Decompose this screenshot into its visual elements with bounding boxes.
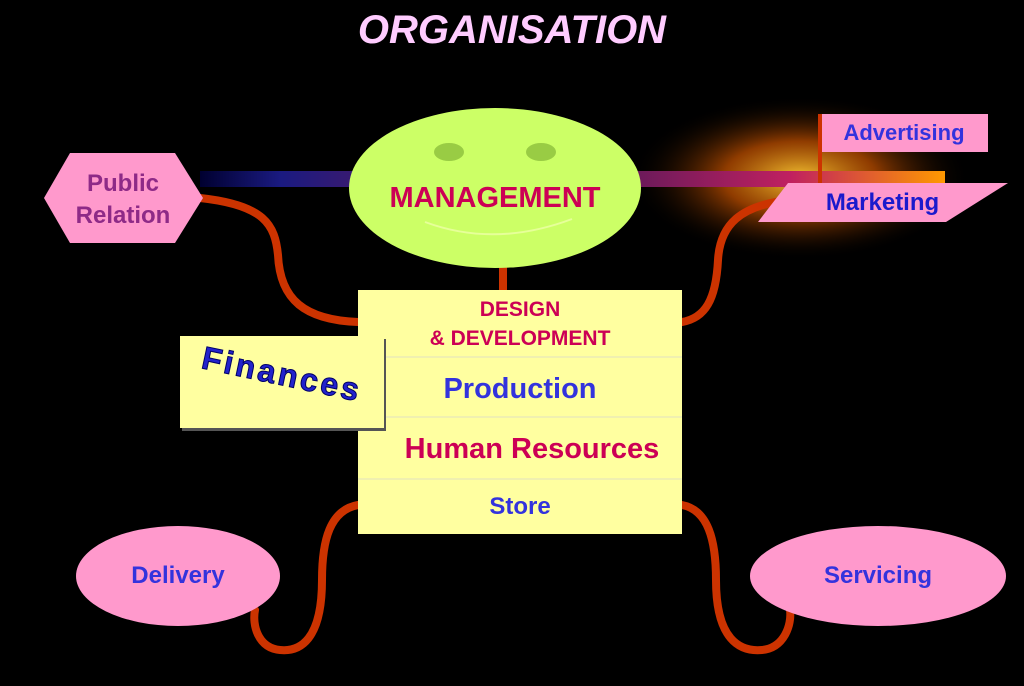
public-relation-label-line1: Public: [86, 170, 159, 197]
connector-delivery: [250, 501, 362, 655]
finances-card: [180, 336, 384, 428]
servicing-ellipse: [750, 526, 1006, 626]
marketing-label: Marketing: [825, 189, 940, 216]
public-relation-hexagon: [44, 153, 203, 243]
advertising-label: Advertising: [843, 120, 965, 145]
management-face: [349, 108, 641, 268]
delivery-label: Delivery: [131, 562, 225, 589]
left-eye-icon: [434, 143, 464, 161]
servicing-label: Servicing: [823, 562, 933, 589]
public-relation-label-line2: Relation: [75, 202, 171, 229]
connector-servicing: [678, 501, 795, 655]
beam-left: [200, 171, 360, 187]
human-resources-box: [358, 418, 682, 478]
connector-marketing: [678, 196, 794, 326]
design-label-line1: DESIGN: [479, 298, 561, 321]
right-eye-icon: [526, 143, 556, 161]
marketing-shape: [758, 183, 1008, 222]
design-development-box: [358, 290, 682, 356]
connector-public-relation: [196, 194, 362, 326]
advertising-box: [820, 114, 988, 152]
management-label: MANAGEMENT: [389, 182, 601, 214]
store-box: [358, 480, 682, 534]
production-box: [358, 358, 682, 416]
store-label: Store: [489, 493, 551, 520]
page-title: ORGANISATION: [357, 8, 667, 52]
production-label: Production: [443, 373, 597, 405]
delivery-ellipse: [76, 526, 280, 626]
human-resources-label: Human Resources: [404, 433, 660, 465]
design-label-line2: & DEVELOPMENT: [429, 327, 611, 350]
smile-icon: [424, 218, 573, 236]
